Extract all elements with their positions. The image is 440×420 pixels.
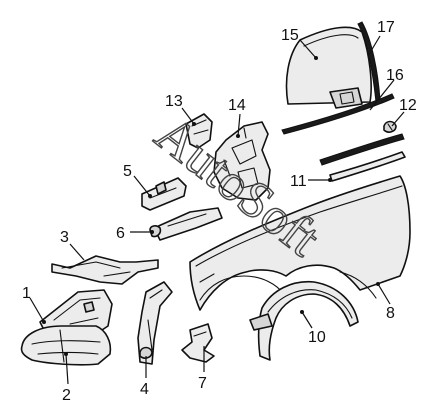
leader-dot-5: [148, 194, 152, 198]
callout-14: 14: [228, 97, 246, 114]
part-14-bracket: [213, 121, 271, 201]
leader-dot-8: [376, 282, 380, 286]
part-7-mount-block: [181, 323, 215, 363]
leader-17: [367, 35, 381, 57]
leader-12: [391, 111, 405, 127]
part-5-small-bracket: [141, 177, 187, 211]
leader-10: [301, 311, 313, 329]
leader-dot-2: [64, 352, 68, 356]
part-lower-trim-strip: [319, 133, 405, 166]
leader-dot-14: [236, 134, 240, 138]
callout-1: 1: [22, 285, 31, 302]
leader-14: [237, 113, 241, 137]
callout-labels: 15 17 16 12 13 14 5 6 3 1 2 4 7 11 8 10: [22, 19, 417, 404]
part-10-wheel-arch: [249, 280, 359, 361]
leader-dot-15: [314, 56, 318, 60]
leader-dot-11: [328, 178, 332, 182]
leader-dot-13: [192, 122, 196, 126]
leader-dot-6: [150, 230, 154, 234]
callout-6: 6: [116, 225, 125, 242]
leader-16: [369, 79, 395, 111]
part-4-support: [137, 281, 173, 365]
leader-15: [299, 39, 317, 59]
leader-13: [181, 107, 195, 125]
leader-2: [65, 353, 69, 385]
callout-2: 2: [62, 387, 71, 404]
callout-11: 11: [290, 173, 307, 190]
part-11-moulding: [329, 151, 406, 182]
callout-15: 15: [281, 27, 299, 44]
part-6-bolt-bracket: [149, 207, 223, 241]
callout-7: 7: [198, 375, 207, 392]
callout-17: 17: [377, 19, 395, 36]
part-2-lamp-lens: [20, 325, 112, 366]
callout-3: 3: [60, 229, 69, 246]
callout-12: 12: [399, 97, 417, 114]
part-16-trim-strip: [281, 93, 395, 135]
leader-dot-10: [300, 310, 304, 314]
callout-8: 8: [386, 305, 395, 322]
callout-5: 5: [123, 163, 132, 180]
callout-10: 10: [308, 329, 326, 346]
leader-5: [133, 175, 151, 197]
leader-dot-1: [42, 320, 46, 324]
callout-4: 4: [140, 381, 149, 398]
part-8-fender: [189, 175, 411, 311]
callout-16: 16: [386, 67, 404, 84]
leader-3: [69, 243, 85, 261]
part-3-mounting-bracket: [51, 255, 159, 285]
leader-8: [377, 283, 391, 305]
leader-1: [29, 297, 45, 323]
part-1-headlamp-bracket: [39, 289, 113, 335]
part-15-window-glass: [285, 26, 372, 109]
callout-13: 13: [165, 93, 183, 110]
leader-lines: [29, 35, 405, 385]
